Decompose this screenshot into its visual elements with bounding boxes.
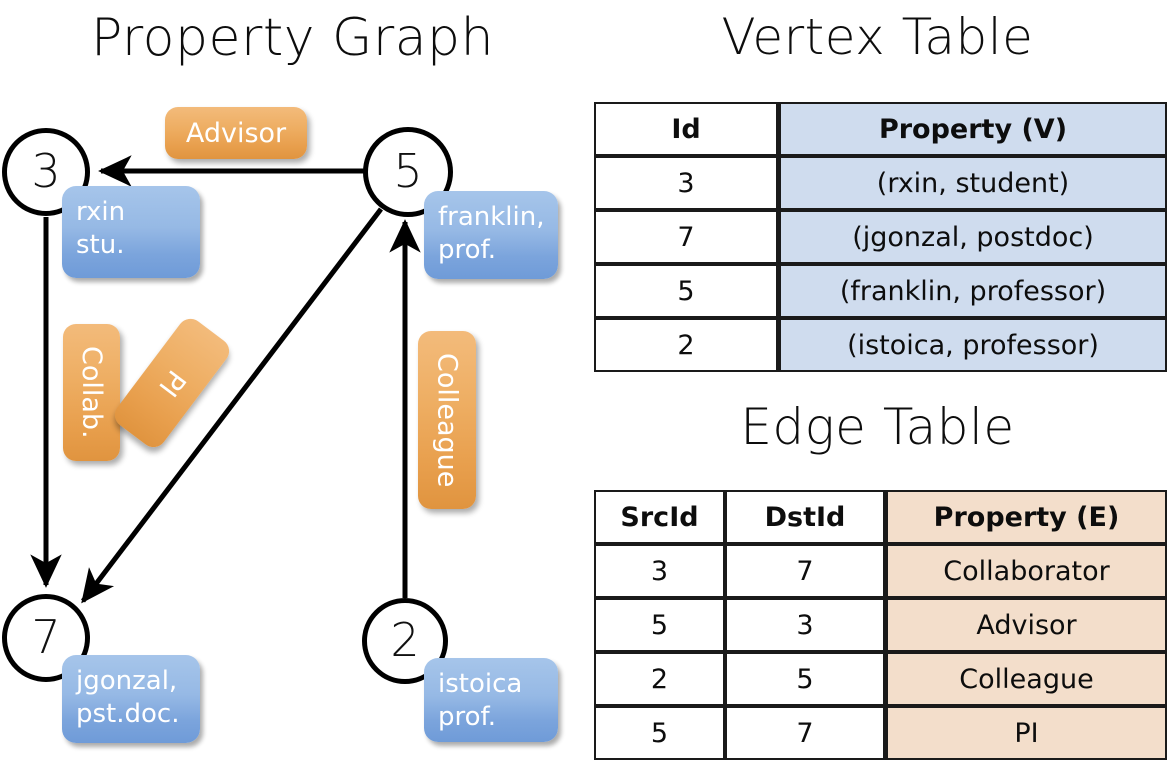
vertex-cell-property: (istoica, professor): [778, 318, 1167, 372]
graph-node-7-id: 7: [31, 610, 61, 664]
vertex-table: Id Property (V) 3 (rxin, student) 7 (jgo…: [594, 102, 1167, 372]
node-3-property-line2: stu.: [76, 229, 125, 260]
node-7-property-box: jgonzal, pst.doc.: [62, 655, 200, 743]
edge-label-pi-text: PI: [152, 363, 192, 403]
node-2-property-line2: prof.: [438, 701, 497, 732]
edge-label-collab-text: Collab.: [76, 346, 107, 439]
table-row[interactable]: 5 7 PI: [594, 706, 1167, 760]
edge-label-advisor-text: Advisor: [185, 117, 287, 149]
edge-table-header-row: SrcId DstId Property (E): [594, 490, 1167, 544]
vertex-table-header-property: Property (V): [778, 102, 1167, 156]
vertex-cell-id: 3: [594, 156, 778, 210]
table-row[interactable]: 3 (rxin, student): [594, 156, 1167, 210]
table-row[interactable]: 5 (franklin, professor): [594, 264, 1167, 318]
table-row[interactable]: 5 3 Advisor: [594, 598, 1167, 652]
edge-cell-dst: 3: [725, 598, 885, 652]
vertex-cell-id: 2: [594, 318, 778, 372]
node-3-property-box: rxin stu.: [62, 186, 200, 278]
graph-node-2-id: 2: [390, 613, 420, 667]
property-graph-diagram: 3 5 7 2 rxin stu. franklin, prof. jgonza…: [2, 107, 558, 743]
vertex-cell-property: (rxin, student): [778, 156, 1167, 210]
graph-node-5-id: 5: [393, 144, 423, 198]
graph-node-5[interactable]: 5: [363, 127, 453, 217]
vertex-cell-property: (franklin, professor): [778, 264, 1167, 318]
edge-label-collab: Collab.: [63, 324, 120, 461]
edge-cell-property: Colleague: [885, 652, 1167, 706]
node-5-property-box: franklin, prof.: [424, 191, 558, 279]
edge-label-colleague: Colleague: [418, 331, 476, 509]
edge-cell-dst: 7: [725, 544, 885, 598]
vertex-cell-id: 7: [594, 210, 778, 264]
page-title-vertex-table: Vertex Table: [721, 8, 1034, 66]
edge-table-header-dstid: DstId: [725, 490, 885, 544]
page-title-property-graph: Property Graph: [90, 8, 495, 68]
edge-cell-property: PI: [885, 706, 1167, 760]
edge-table: SrcId DstId Property (E) 3 7 Collaborato…: [594, 490, 1167, 760]
edge-label-advisor: Advisor: [165, 107, 307, 159]
graph-edge-lines: [30, 155, 421, 604]
vertex-cell-property: (jgonzal, postdoc): [778, 210, 1167, 264]
table-row[interactable]: 7 (jgonzal, postdoc): [594, 210, 1167, 264]
node-5-property-line2: prof.: [438, 234, 497, 265]
node-7-property-line2: pst.doc.: [76, 698, 180, 729]
node-3-property-line1: rxin: [76, 197, 126, 227]
edge-cell-dst: 7: [725, 706, 885, 760]
vertex-cell-id: 5: [594, 264, 778, 318]
edge-cell-src: 5: [594, 706, 725, 760]
edge-cell-src: 2: [594, 652, 725, 706]
node-2-property-box: istoica prof.: [424, 658, 558, 742]
edge-cell-src: 3: [594, 544, 725, 598]
node-2-property-line1: istoica: [438, 669, 523, 699]
node-7-property-line1: jgonzal,: [76, 666, 178, 696]
graph-node-3-id: 3: [31, 144, 61, 198]
table-row[interactable]: 2 (istoica, professor): [594, 318, 1167, 372]
table-row[interactable]: 3 7 Collaborator: [594, 544, 1167, 598]
edge-cell-dst: 5: [725, 652, 885, 706]
table-row[interactable]: 2 5 Colleague: [594, 652, 1167, 706]
edge-table-header-property: Property (E): [885, 490, 1167, 544]
edge-label-colleague-text: Colleague: [431, 352, 463, 488]
vertex-table-header-id: Id: [594, 102, 778, 156]
graph-node-2[interactable]: 2: [362, 598, 448, 684]
edge-cell-src: 5: [594, 598, 725, 652]
edge-cell-property: Collaborator: [885, 544, 1167, 598]
edge-table-header-srcid: SrcId: [594, 490, 725, 544]
edge-cell-property: Advisor: [885, 598, 1167, 652]
node-5-property-line1: franklin,: [438, 202, 545, 232]
edge-line-pi: [81, 207, 383, 604]
page-title-edge-table: Edge Table: [740, 398, 1015, 456]
vertex-table-header-row: Id Property (V): [594, 102, 1167, 156]
